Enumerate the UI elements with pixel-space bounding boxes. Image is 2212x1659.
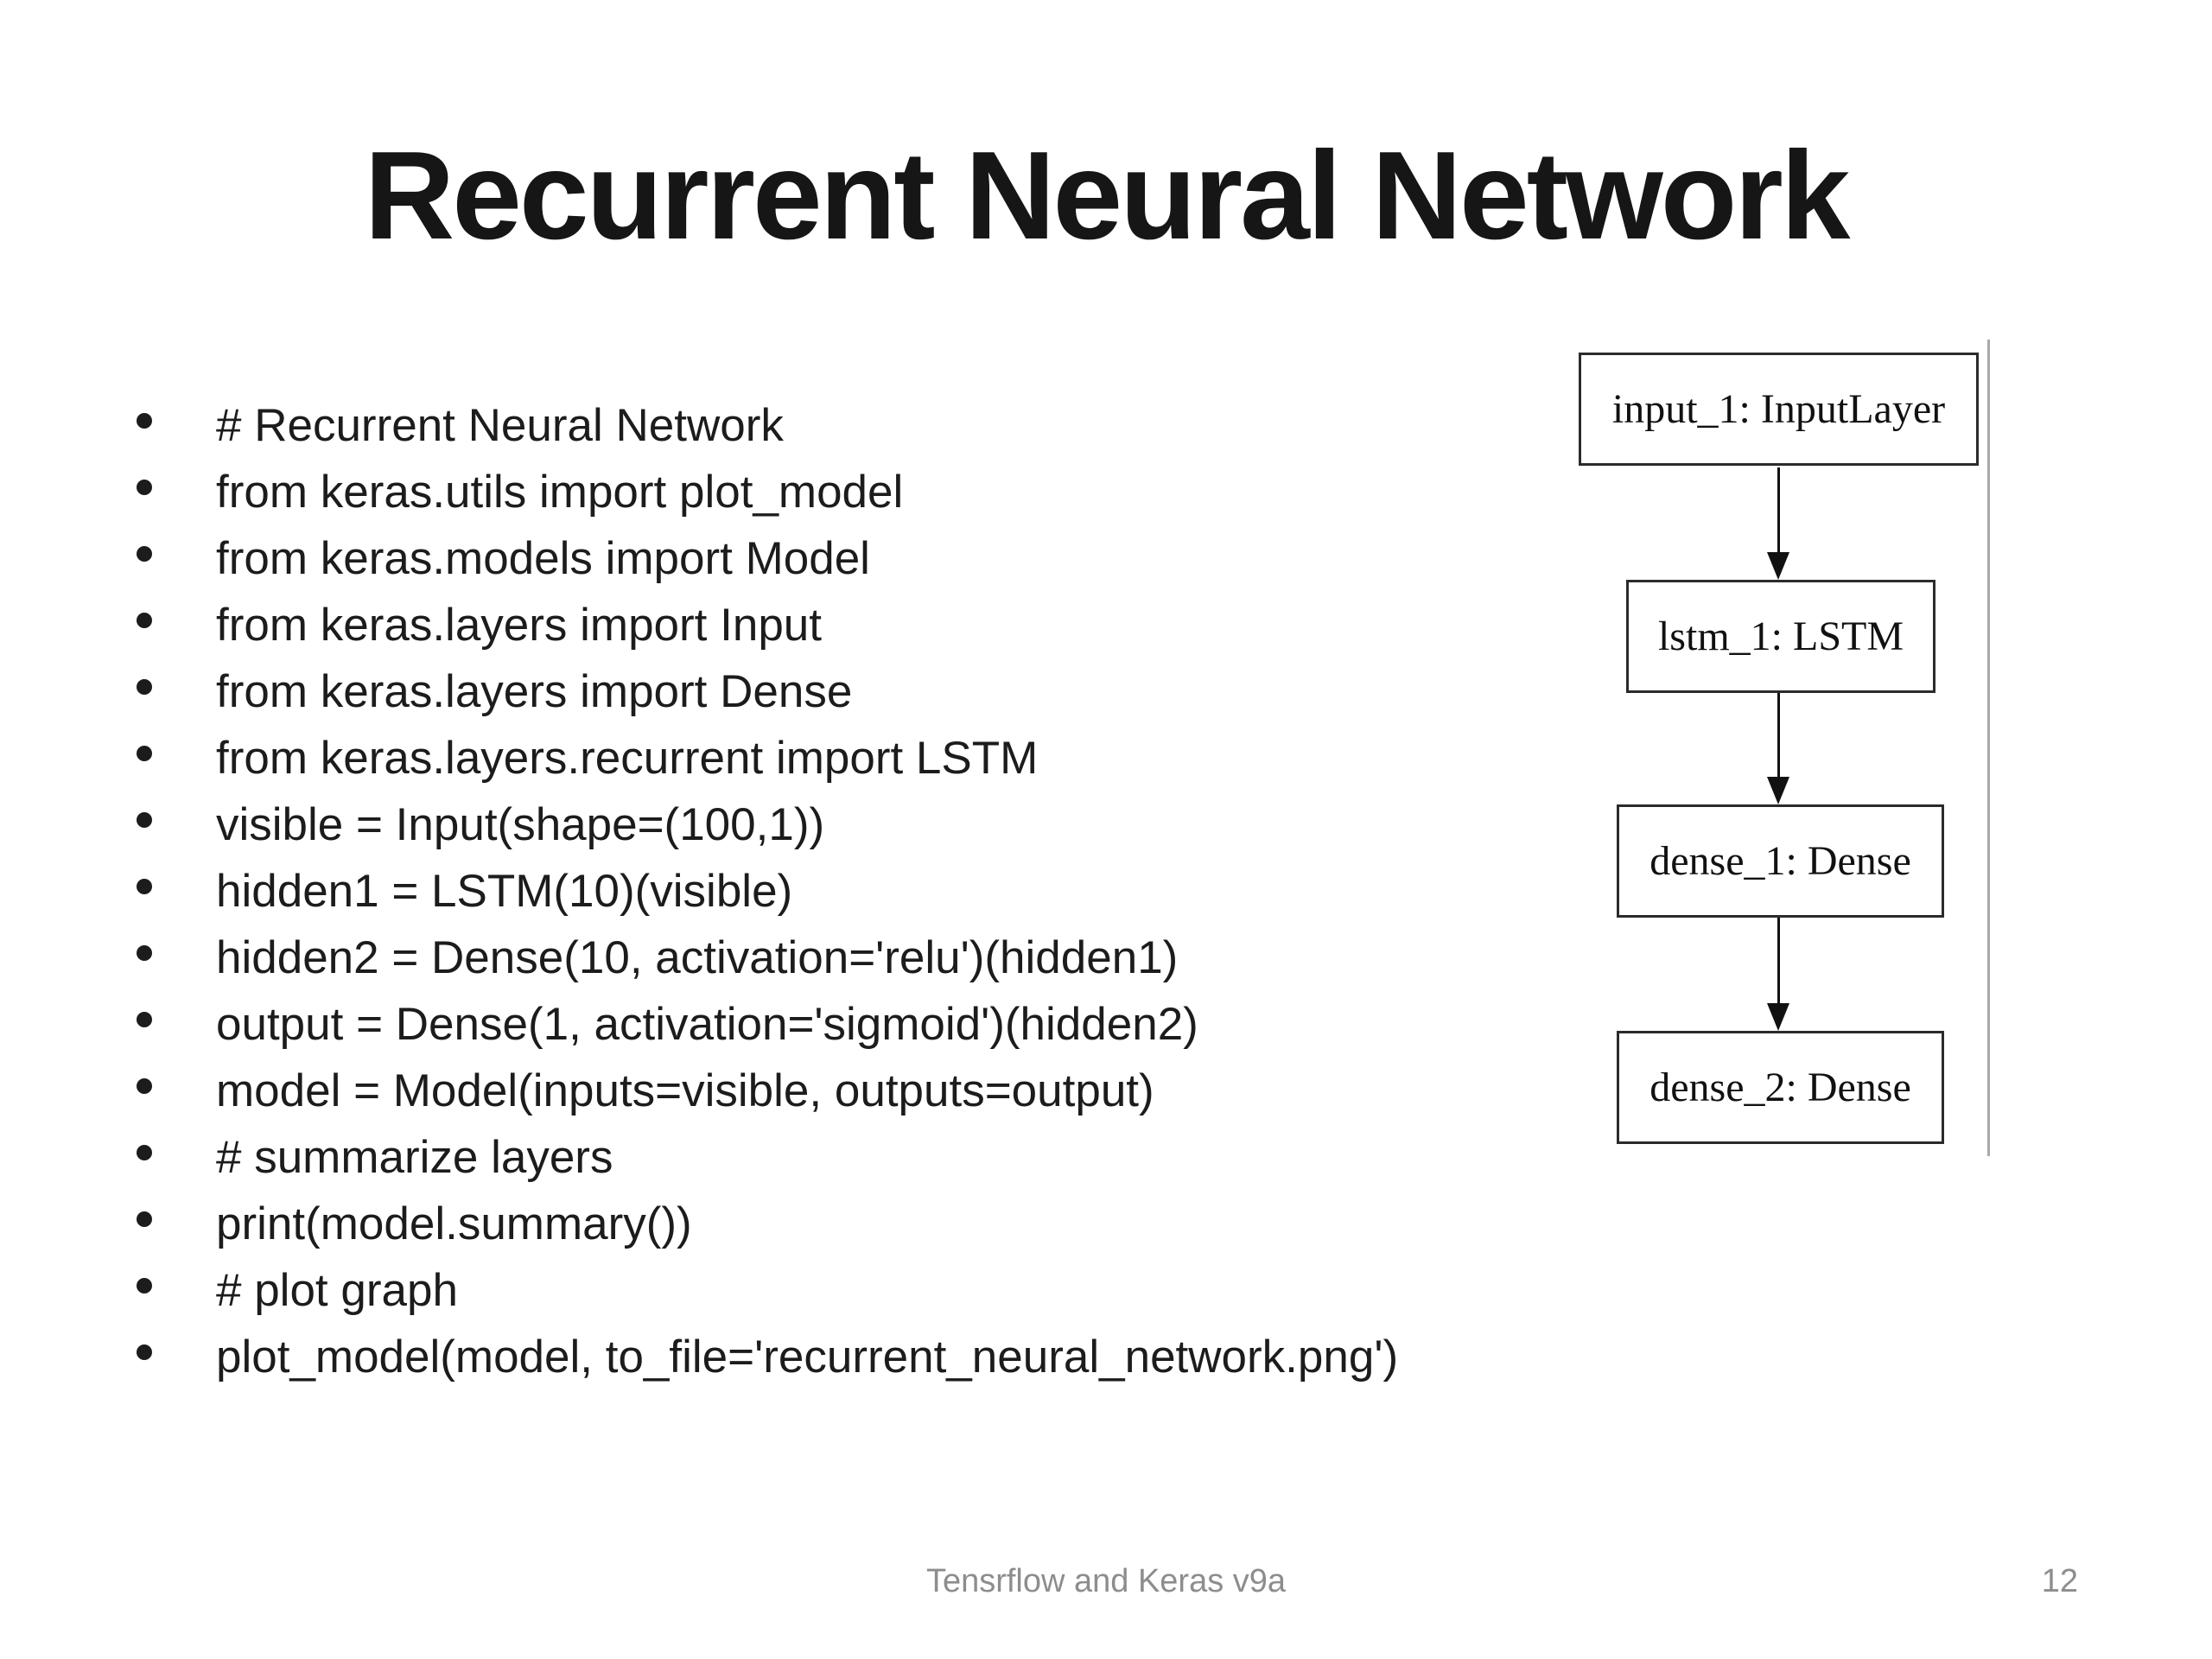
list-item: print(model.summary())	[124, 1191, 1645, 1257]
list-item: # Recurrent Neural Network	[124, 392, 1645, 459]
diagram-node-lstm-layer: lstm_1: LSTM	[1626, 580, 1936, 693]
flow-arrow	[1767, 693, 1789, 804]
diagram-node-input-layer: input_1: InputLayer	[1579, 353, 1979, 466]
list-item: from keras.layers import Input	[124, 592, 1645, 658]
list-item: from keras.layers import Dense	[124, 658, 1645, 725]
list-item: from keras.utils import plot_model	[124, 459, 1645, 525]
flow-arrow	[1767, 467, 1789, 580]
arrow-stem	[1777, 467, 1780, 554]
diagram-node-dense2-layer: dense_2: Dense	[1617, 1031, 1944, 1144]
slide-title: Recurrent Neural Network	[364, 125, 1851, 265]
flow-arrow	[1767, 918, 1789, 1031]
arrow-head-icon	[1767, 1003, 1789, 1031]
list-item: plot_model(model, to_file='recurrent_neu…	[124, 1324, 1645, 1390]
list-item: output = Dense(1, activation='sigmoid')(…	[124, 991, 1645, 1058]
page-number: 12	[2041, 1563, 2078, 1599]
list-item: hidden2 = Dense(10, activation='relu')(h…	[124, 925, 1645, 991]
list-item: from keras.layers.recurrent import LSTM	[124, 725, 1645, 791]
diagram-frame-line	[1987, 340, 1990, 1156]
arrow-head-icon	[1767, 777, 1789, 804]
list-item: # summarize layers	[124, 1124, 1645, 1191]
arrow-stem	[1777, 693, 1780, 779]
list-item: # plot graph	[124, 1257, 1645, 1324]
list-item: model = Model(inputs=visible, outputs=ou…	[124, 1058, 1645, 1124]
list-item: from keras.models import Model	[124, 525, 1645, 592]
footer-doc-title: Tensrflow and Keras v9a	[925, 1563, 1287, 1599]
arrow-head-icon	[1767, 552, 1789, 580]
list-item: visible = Input(shape=(100,1))	[124, 791, 1645, 858]
diagram-node-dense1-layer: dense_1: Dense	[1617, 804, 1944, 918]
list-item: hidden1 = LSTM(10)(visible)	[124, 858, 1645, 925]
arrow-stem	[1777, 918, 1780, 1005]
